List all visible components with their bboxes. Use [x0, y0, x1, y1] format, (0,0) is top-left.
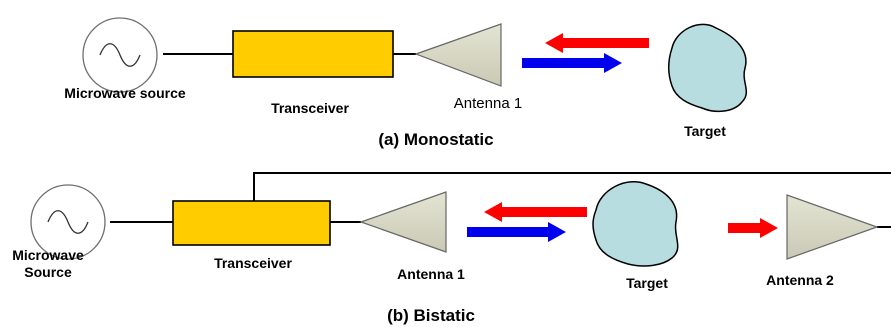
target-blob [667, 23, 748, 113]
transceiver-box [172, 200, 331, 246]
source-label: Microwave source [64, 85, 186, 101]
caption-monostatic: (a) Monostatic [378, 130, 493, 149]
target-blob [592, 181, 679, 267]
bistatic-panel: Microwave Source Transceiver Antenna 1 T… [12, 172, 891, 325]
antenna-1 [359, 191, 447, 253]
source-label-line-2: Source [24, 264, 72, 280]
scatter-arrow [728, 218, 778, 238]
transceiver-label: Transceiver [271, 100, 349, 116]
monostatic-panel: Microwave source Transceiver Antenna 1 T… [64, 17, 748, 149]
transceiver-box [232, 30, 394, 78]
source-label-line-1: Microwave [12, 247, 84, 263]
antenna-2-label: Antenna 2 [766, 272, 834, 288]
transmit-arrow [522, 53, 622, 73]
antenna-1-label: Antenna 1 [397, 266, 465, 282]
caption-bistatic: (b) Bistatic [387, 306, 475, 325]
return-arrow [484, 202, 587, 222]
microwave-source [82, 17, 158, 93]
transmit-arrow [467, 222, 566, 242]
antenna-1 [414, 23, 502, 87]
antenna-2 [786, 194, 879, 260]
antenna-1-label: Antenna 1 [454, 95, 522, 112]
transceiver-label: Transceiver [214, 255, 292, 271]
return-arrow [545, 33, 649, 53]
target-label: Target [684, 123, 726, 139]
transceiver-to-antenna-2-wire [253, 172, 891, 201]
target-label: Target [626, 275, 668, 291]
microwave-source [30, 184, 106, 260]
